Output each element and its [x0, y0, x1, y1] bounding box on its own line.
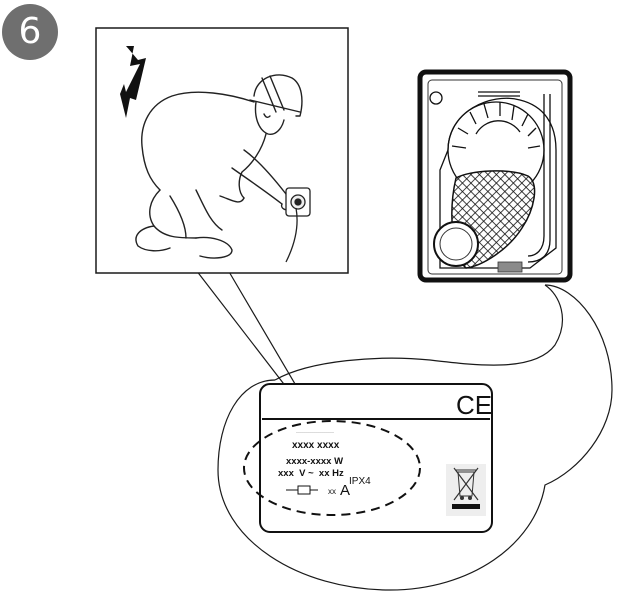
fuse-icon [286, 485, 318, 495]
current-value: xx [328, 487, 336, 496]
wall-socket-icon [285, 187, 311, 263]
ce-mark: CE [456, 390, 492, 420]
power-rating: xxxx-xxxx W [286, 456, 343, 467]
voltage-frequency: xxx V ~ xx Hz [278, 468, 344, 479]
dryer-rear-illustration [417, 69, 573, 283]
rating-plate-sticker [497, 261, 523, 273]
rating-label-plate: CE ··················· xxxx xxxx xxxx-xx… [243, 383, 493, 533]
crossed-out-bin-icon [446, 464, 486, 516]
callout-balloon [195, 269, 613, 591]
label-dots: ··················· [296, 430, 334, 436]
step-number-badge: 6 [2, 4, 58, 60]
current-unit: A [340, 482, 350, 499]
highlight-dashed-ellipse [243, 420, 421, 516]
technician-panel [95, 27, 349, 274]
ip-rating: IPX4 [349, 476, 371, 487]
lightning-bolt-icon [120, 46, 146, 118]
dryer-round-cover [433, 221, 479, 267]
model-number: xxxx xxxx [292, 440, 340, 451]
